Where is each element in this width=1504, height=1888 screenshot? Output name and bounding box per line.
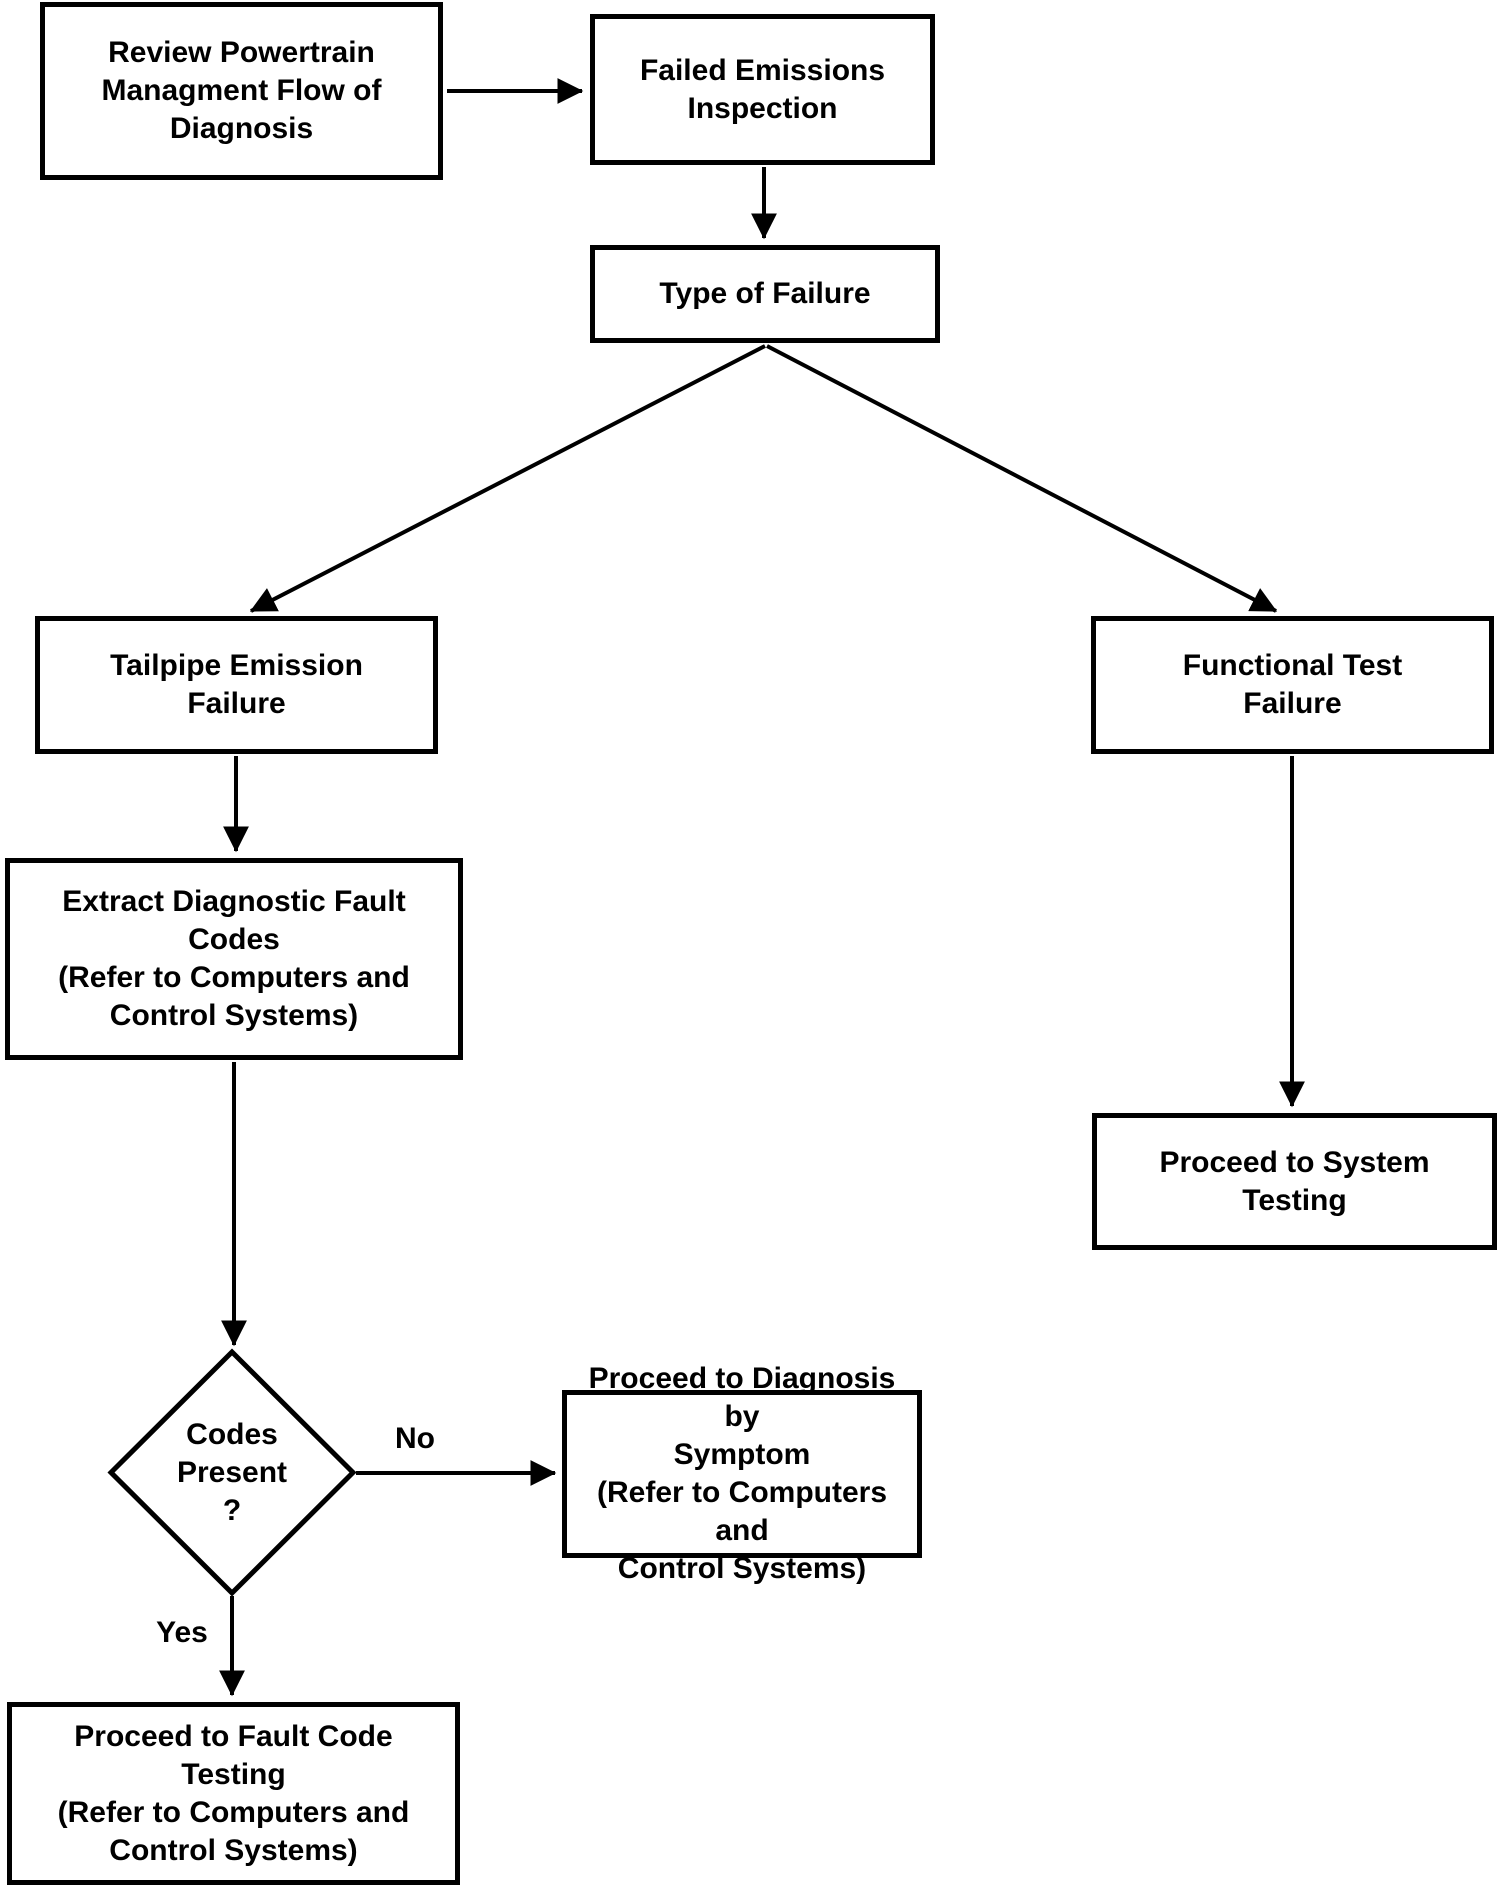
node-label: Codes Present ? [176,1418,288,1527]
node-label: Proceed to Diagnosis by Symptom (Refer t… [588,1362,896,1585]
edge-label-no: No [395,1422,435,1455]
node-label: Type of Failure [659,277,871,310]
node-label: Failed Emissions Inspection [639,53,886,125]
decision-codes-present: Codes Present ? [132,1392,332,1554]
node-label: Proceed to Fault Code Testing (Refer to … [57,1719,410,1867]
node-proceed-to-system-testing: Proceed to System Testing [1092,1113,1497,1250]
node-label: Tailpipe Emission Failure [110,649,363,720]
edge-label-yes: Yes [156,1616,208,1649]
decision-diamond-shape [107,1348,357,1597]
node-failed-emissions-inspection: Failed Emissions Inspection [590,14,935,165]
edge-type-to-tailpipe [249,344,766,613]
node-tailpipe-emission-failure: Tailpipe Emission Failure [35,616,438,754]
node-extract-diagnostic-fault-codes: Extract Diagnostic Fault Codes (Refer to… [5,858,463,1060]
node-label: Proceed to System Testing [1159,1145,1430,1217]
edge-type-to-functional [766,344,1278,613]
node-label: Review Powertrain Managment Flow of Diag… [101,36,382,145]
node-functional-test-failure: Functional Test Failure [1091,616,1494,754]
node-type-of-failure: Type of Failure [590,245,940,343]
node-proceed-to-diagnosis-by-symptom: Proceed to Diagnosis by Symptom (Refer t… [562,1362,922,1585]
node-proceed-to-fault-code-testing: Proceed to Fault Code Testing (Refer to … [7,1702,460,1885]
node-review-powertrain-flow: Review Powertrain Managment Flow of Diag… [40,2,443,180]
node-label: Extract Diagnostic Fault Codes (Refer to… [58,885,410,1032]
node-label: Functional Test Failure [1182,649,1403,720]
